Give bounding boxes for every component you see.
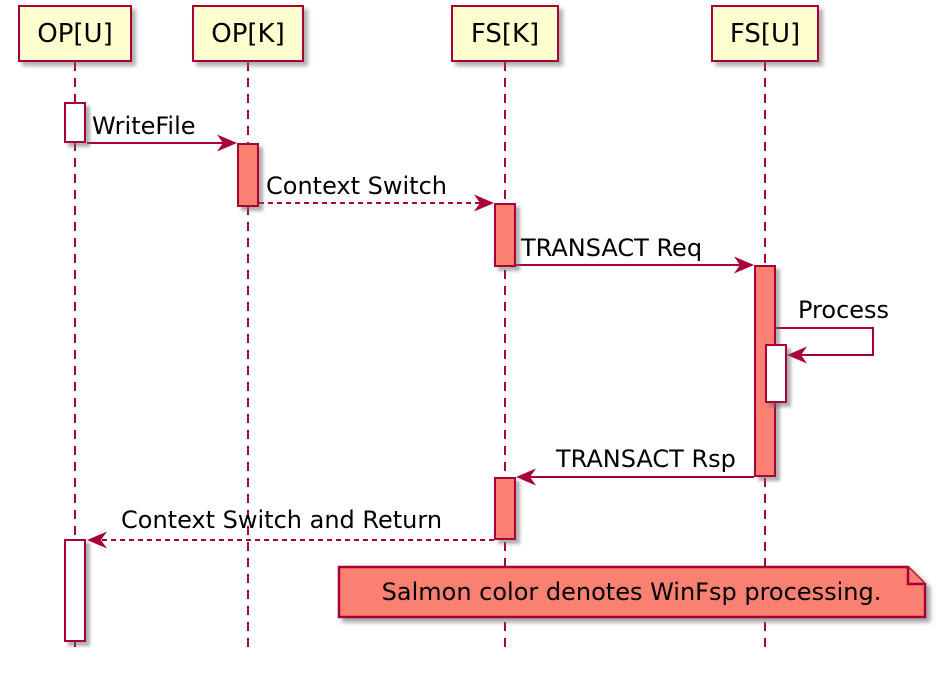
activation-bar-op-k-winfsp	[237, 143, 259, 207]
arrow-context-switch-return	[87, 531, 494, 549]
participant-op-u: OP[U]	[18, 5, 132, 62]
arrow-transact-rsp	[516, 468, 754, 486]
participant-op-k: OP[K]	[192, 5, 304, 62]
message-label-writefile: WriteFile	[92, 112, 196, 140]
arrow-context-switch	[259, 194, 494, 212]
message-label-transact-rsp: TRANSACT Rsp	[556, 445, 736, 473]
activation-bar-op-u-return	[64, 539, 86, 642]
message-label-context-switch: Context Switch	[266, 172, 447, 200]
activation-bar-op-u-writefile	[64, 102, 86, 143]
note-text: Salmon color denotes WinFsp processing.	[381, 578, 882, 606]
activation-bar-fs-k-winfsp-req	[494, 203, 516, 267]
activation-bar-fs-u-process	[765, 344, 787, 403]
participant-label: FS[K]	[470, 18, 540, 49]
participant-label: OP[K]	[211, 18, 285, 49]
message-label-process: Process	[798, 296, 890, 324]
message-label-context-switch-return: Context Switch and Return	[121, 506, 443, 534]
participant-label: OP[U]	[37, 18, 113, 49]
note-shape	[337, 565, 927, 619]
message-label-transact-req: TRANSACT Req	[521, 234, 703, 262]
arrow-transact-req	[516, 256, 754, 274]
participant-fs-k: FS[K]	[451, 5, 559, 62]
arrow-writefile	[87, 134, 237, 152]
participant-label: FS[U]	[729, 18, 801, 49]
activation-bar-fs-k-winfsp-rsp	[494, 477, 516, 540]
participant-fs-u: FS[U]	[711, 5, 819, 62]
arrow-process-self	[776, 327, 874, 364]
